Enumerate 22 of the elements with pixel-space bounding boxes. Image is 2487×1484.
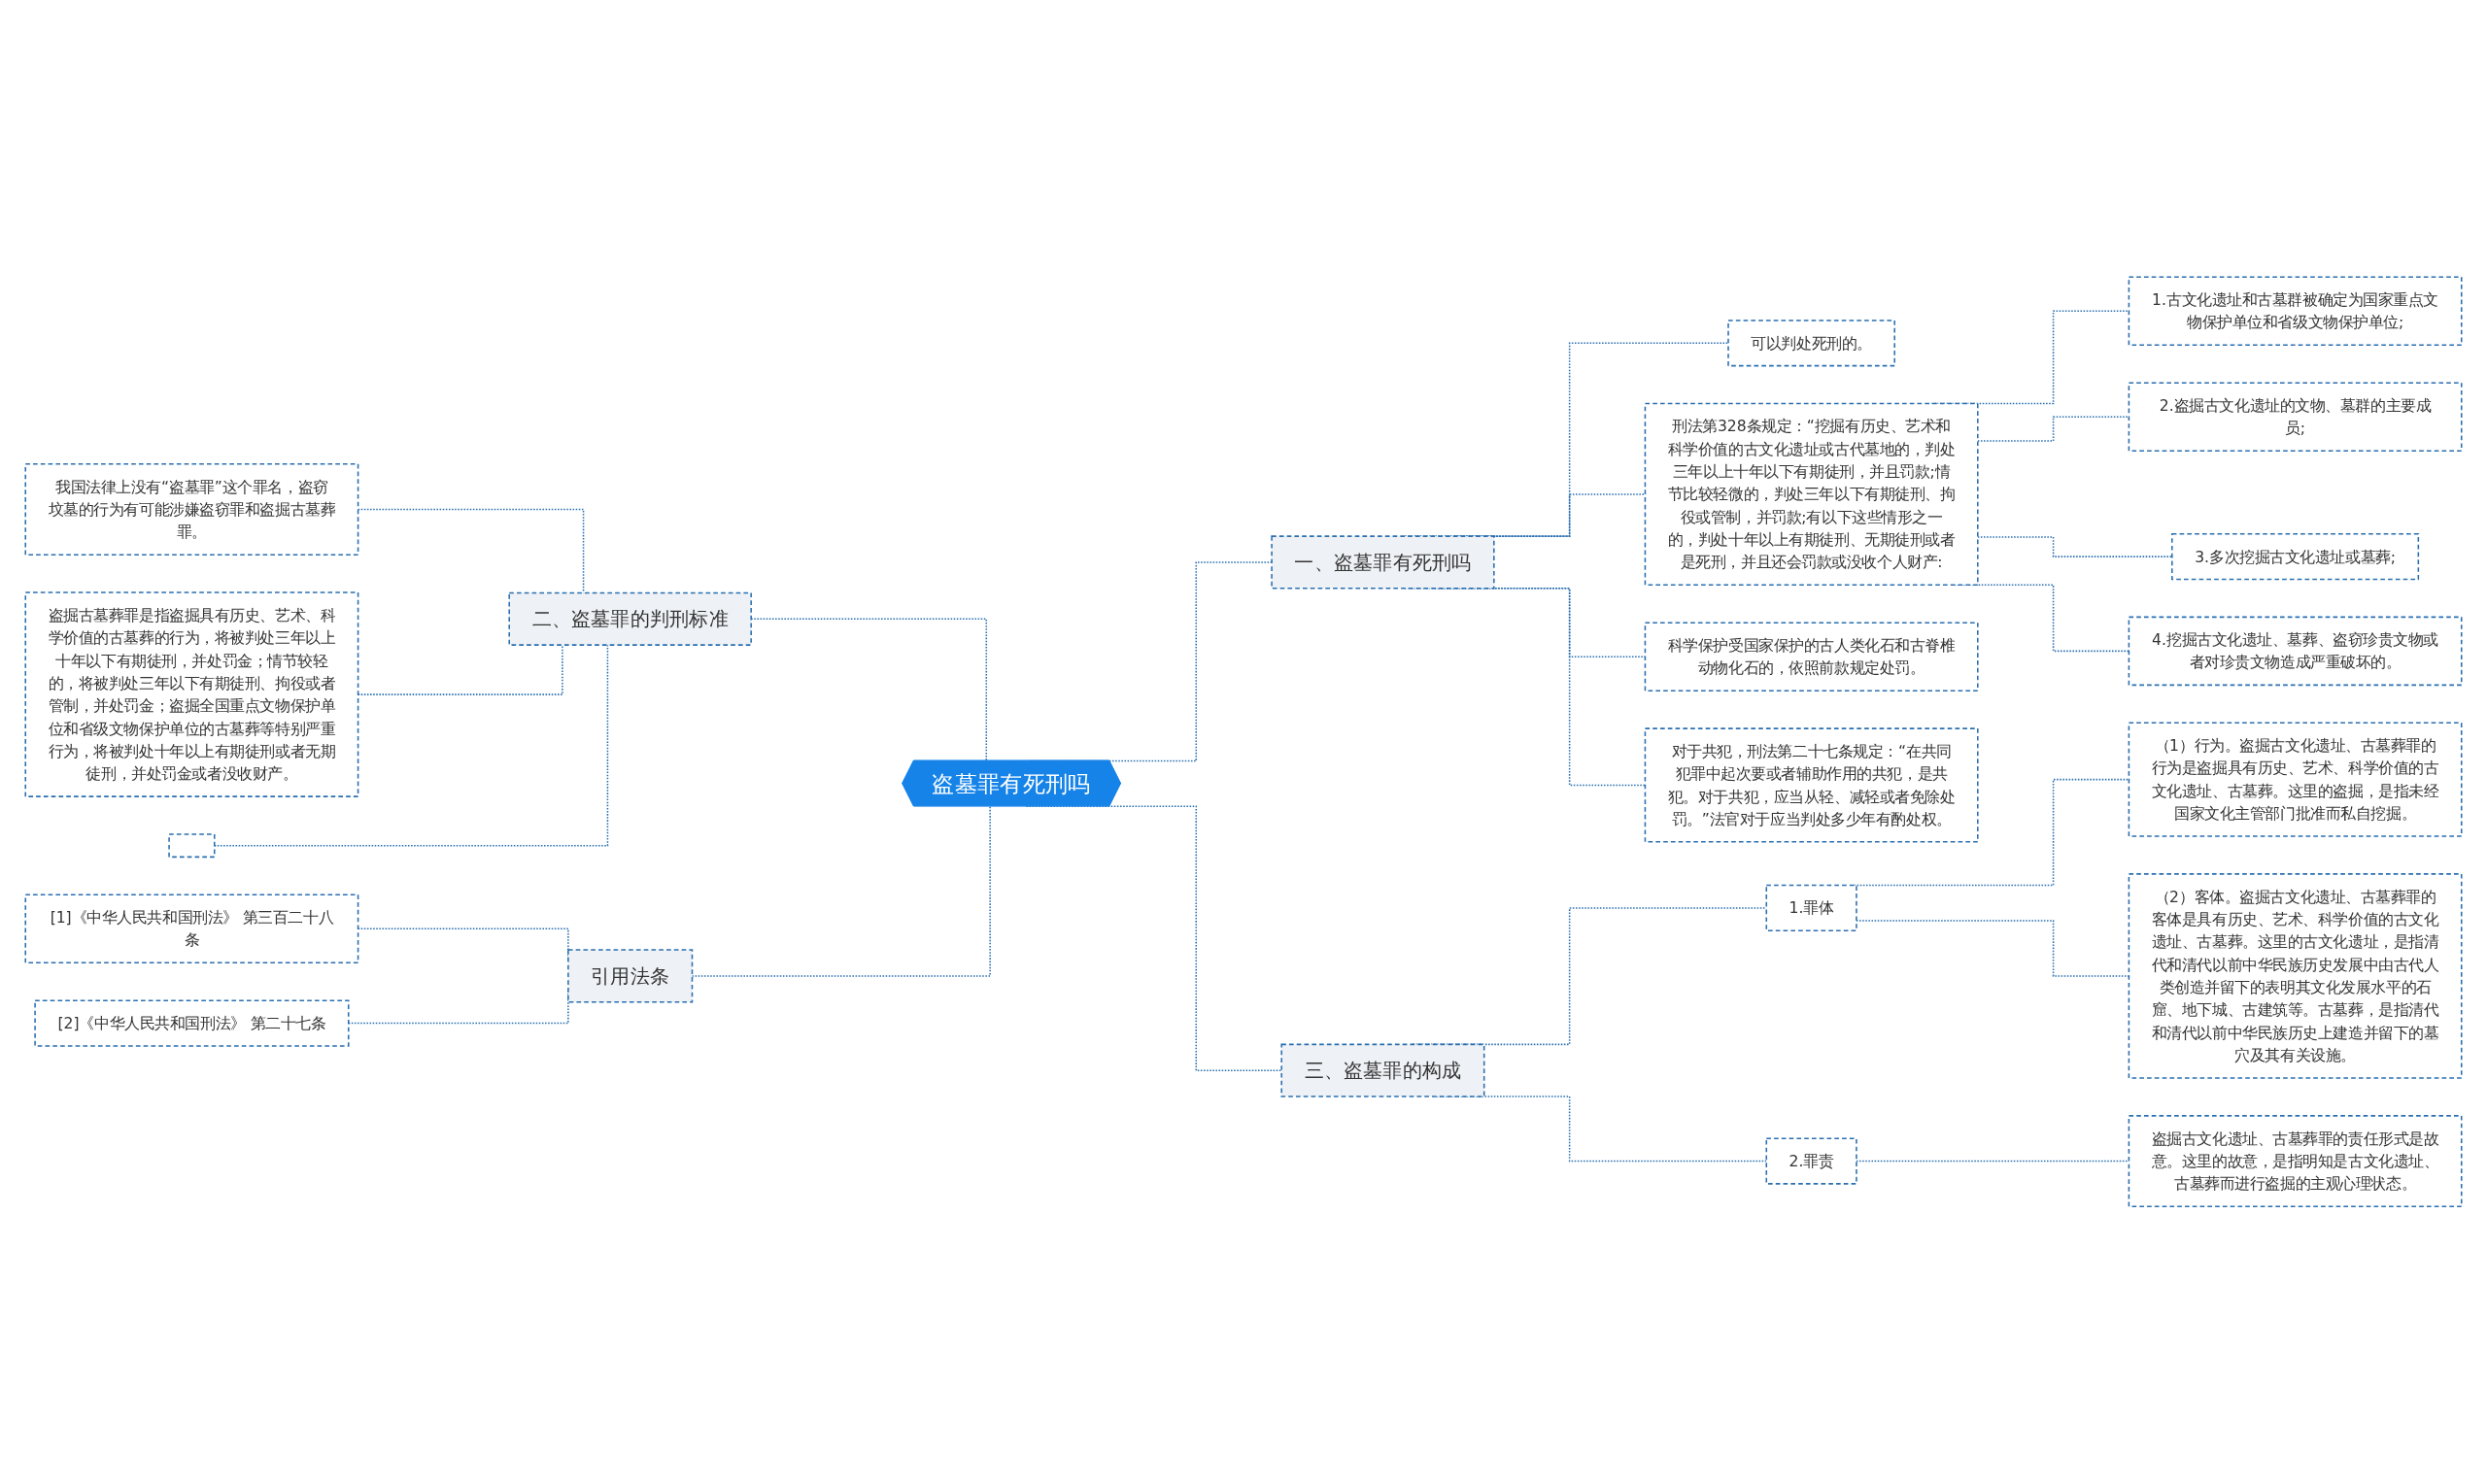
node-box — [1765, 1137, 1857, 1185]
node-box — [2128, 722, 2463, 838]
node-box — [2128, 873, 2463, 1079]
node-box — [2171, 533, 2420, 581]
node-box — [2128, 616, 2463, 687]
node-box — [24, 591, 359, 798]
node-box — [24, 463, 359, 556]
node-box — [1644, 622, 1979, 692]
node-box — [24, 894, 359, 964]
node-box — [567, 949, 694, 1003]
node-box — [2128, 1115, 2463, 1208]
node-box — [1644, 403, 1979, 587]
node-box — [1765, 885, 1857, 932]
node-box — [1644, 727, 1979, 843]
node-box — [2128, 276, 2463, 347]
node-box — [2128, 382, 2463, 453]
node-box — [1280, 1043, 1485, 1098]
node-box — [1727, 320, 1895, 367]
node-box — [508, 591, 752, 647]
node-box — [1271, 535, 1495, 590]
node-box — [168, 833, 216, 859]
node-box — [34, 999, 350, 1047]
